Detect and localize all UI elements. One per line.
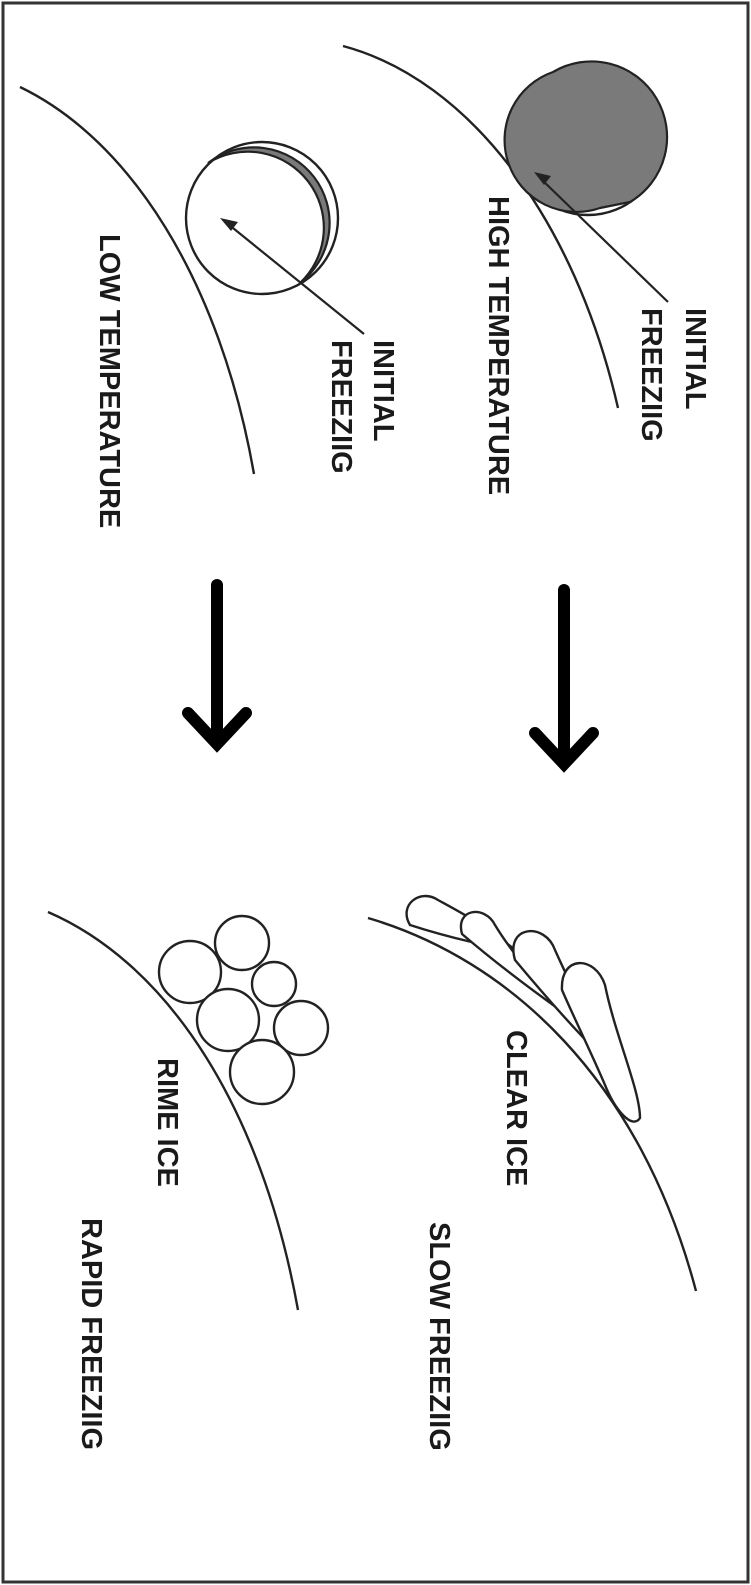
rime-ice-label: RIME ICE <box>151 1058 183 1187</box>
rime-ice-panel: RIME ICE RAPID FREEZIIG <box>48 912 328 1450</box>
rime-ice-granule <box>252 962 296 1006</box>
rime-ice-granule <box>215 916 269 970</box>
high-temp-annotation-line1: INITIAL <box>679 308 711 410</box>
low-temp-annotation-line2: FREEZIIG <box>325 340 357 474</box>
high-temp-annotation-line2: FREEZIIG <box>635 308 667 442</box>
high-temp-label: HIGH TEMPERATURE <box>482 196 514 495</box>
clear-ice-label: CLEAR ICE <box>500 1030 532 1186</box>
rime-ice-granule <box>230 1040 294 1104</box>
low-temp-annotation-line1: INITIAL <box>367 340 399 442</box>
high-temp-frozen-portion <box>505 61 667 211</box>
clear-ice-process: SLOW FREEZIIG <box>423 1222 455 1451</box>
clear-ice-panel: CLEAR ICE SLOW FREEZIIG <box>368 896 696 1451</box>
transition-arrow-high <box>535 590 593 764</box>
low-temp-label: LOW TEMPERATURE <box>93 234 125 528</box>
low-temp-droplet <box>186 142 338 294</box>
rime-ice-process: RAPID FREEZIIG <box>75 1218 107 1450</box>
transition-arrow-low <box>188 585 246 744</box>
clear-ice-lobe-4 <box>562 963 640 1121</box>
low-temperature-panel: INITIAL FREEZIIG LOW TEMPERATURE <box>20 87 399 528</box>
